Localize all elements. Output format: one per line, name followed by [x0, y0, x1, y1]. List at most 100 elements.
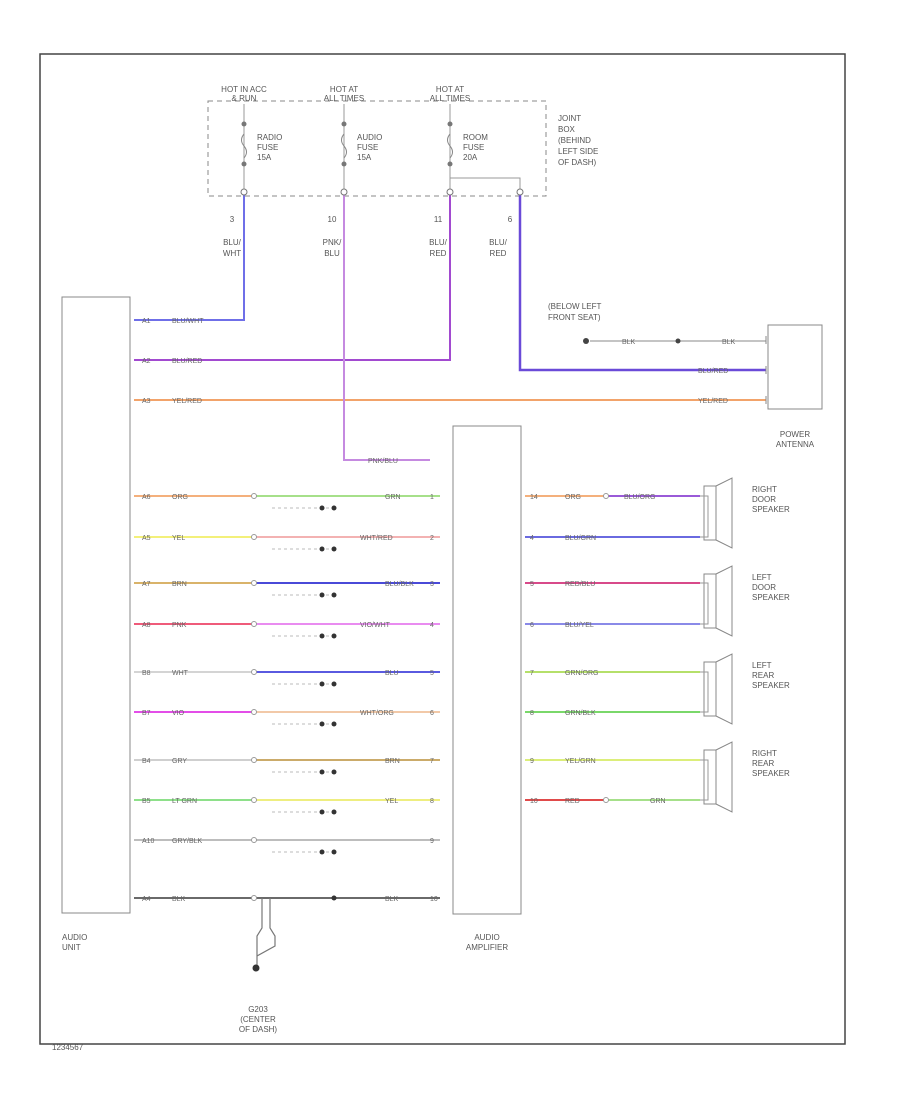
pin-number: 6 — [530, 622, 534, 629]
fuse-icon — [447, 133, 453, 159]
wire-color-label: WHT/ORG — [360, 710, 394, 717]
wire-color-label: VIO — [172, 710, 185, 717]
wire-blu-red — [134, 195, 451, 361]
fuse-label: FUSE — [357, 143, 378, 152]
speaker-label: LEFT — [752, 573, 772, 582]
wire-color-label: BLU/BLK — [385, 581, 414, 588]
wire-color-label: BLU/RED — [698, 368, 728, 375]
speaker-label: RIGHT — [752, 749, 777, 758]
wire-color-label: PNK/BLU — [368, 458, 398, 465]
pin-number: A2 — [142, 358, 151, 365]
speaker-icon — [703, 749, 717, 805]
wire-color-label: BLK — [172, 896, 186, 903]
speaker-label: RIGHT — [752, 485, 777, 494]
wire-color-label: YEL — [385, 798, 398, 805]
fuse-terminal-icon — [447, 161, 453, 167]
connector-pin-icon — [251, 797, 257, 803]
splice-icon — [319, 769, 325, 775]
splice-icon — [331, 849, 337, 855]
pin-number: 3 — [230, 215, 235, 224]
speaker-label: SPEAKER — [752, 505, 790, 514]
speaker-label: REAR — [752, 759, 774, 768]
splice-icon — [319, 505, 325, 511]
ground-location-label: OF DASH) — [239, 1025, 278, 1034]
wire-color-label: BLK — [722, 339, 736, 346]
speaker-cone-icon — [715, 565, 733, 637]
pin-number: 11 — [434, 215, 443, 224]
pin-number: 9 — [530, 758, 534, 765]
audio-amplifier-label: AMPLIFIER — [466, 943, 508, 952]
speaker-label: DOOR — [752, 583, 776, 592]
wire-color-label: ORG — [172, 494, 188, 501]
speaker-label: SPEAKER — [752, 769, 790, 778]
wire-color-label: PNK — [172, 622, 187, 629]
splice-icon — [319, 681, 325, 687]
joint-box-location: OF DASH) — [558, 158, 597, 167]
connector-pin-icon — [251, 895, 257, 901]
pin-number: 1 — [430, 494, 434, 501]
pin-number: 10 — [430, 896, 438, 903]
splice-icon — [331, 809, 337, 815]
joint-box-location: BOX — [558, 125, 576, 134]
antenna-ground-label: (BELOW LEFT — [548, 302, 601, 311]
wire-color-label: BLU — [324, 249, 340, 258]
pin-number: 14 — [530, 494, 538, 501]
pin-number: A6 — [142, 494, 151, 501]
splice-icon — [331, 633, 337, 639]
fuse-terminal-icon — [447, 121, 453, 127]
power-antenna-box — [767, 324, 823, 410]
splice-icon — [331, 546, 337, 552]
audio-amplifier-box — [452, 425, 522, 915]
splice-icon — [319, 849, 325, 855]
speaker-label: REAR — [752, 671, 774, 680]
splice-icon — [331, 895, 337, 901]
wire-color-label: GRN/ORG — [565, 670, 598, 677]
pin-number: 2 — [430, 535, 434, 542]
wire-color-label: BLU — [385, 670, 399, 677]
splice-icon — [331, 721, 337, 727]
pin-number: 3 — [430, 581, 434, 588]
fuse-branch-line — [450, 177, 521, 192]
fuse-hot-label: HOT AT — [330, 85, 358, 94]
fuse-label: 20A — [463, 153, 478, 162]
wire-pnk-blu — [343, 195, 430, 461]
speaker-cone-icon — [715, 653, 733, 725]
wire-color-label: LT GRN — [172, 798, 197, 805]
connector-pin-icon — [446, 188, 454, 196]
fuse-label: ROOM — [463, 133, 488, 142]
fuse-icon — [341, 133, 347, 159]
connector-pin-icon — [340, 188, 348, 196]
pin-number: 4 — [430, 622, 434, 629]
wire-color-label: GRY/BLK — [172, 838, 203, 845]
pin-number: 7 — [530, 670, 534, 677]
joint-box-location: (BEHIND — [558, 136, 591, 145]
speaker-icon — [703, 573, 717, 629]
splice-icon — [331, 681, 337, 687]
connector-pin-icon — [251, 534, 257, 540]
speaker-label: SPEAKER — [752, 593, 790, 602]
pin-number: B4 — [142, 758, 151, 765]
speaker-coil-icon — [700, 495, 709, 538]
wire-color-label: GRN/BLK — [565, 710, 596, 717]
wire-color-label: GRN — [650, 798, 666, 805]
wire-color-label: BRN — [172, 581, 187, 588]
fuse-terminal-icon — [241, 121, 247, 127]
splice-icon — [331, 505, 337, 511]
fuse-terminal-icon — [341, 121, 347, 127]
ground-icon — [583, 338, 589, 344]
pin-number: 8 — [530, 710, 534, 717]
connector-pin-icon — [240, 188, 248, 196]
wire-color-label: BLK — [385, 896, 399, 903]
wire-color-label: BLU/ — [429, 238, 448, 247]
wire-color-label: WHT — [223, 249, 241, 258]
fuse-terminal-icon — [241, 161, 247, 167]
joint-box-location: LEFT SIDE — [558, 147, 598, 156]
pin-number: A4 — [142, 896, 151, 903]
wire-color-label: BLK — [622, 339, 636, 346]
connector-pin-icon — [251, 493, 257, 499]
wire-color-label: RED — [430, 249, 447, 258]
ground-icon — [252, 964, 260, 972]
power-antenna-label: POWER — [780, 430, 810, 439]
